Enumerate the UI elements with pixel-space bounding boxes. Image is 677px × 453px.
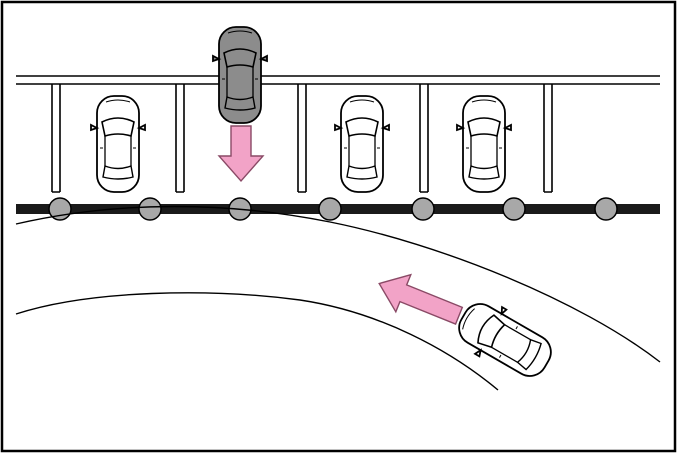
car-gray-icon <box>212 26 268 124</box>
arrow-down-icon <box>217 125 265 183</box>
sensor-dot-icon <box>318 197 342 221</box>
car-white-icon <box>90 95 146 193</box>
sensor-dot-icon <box>502 197 526 221</box>
sensor-dot-icon <box>411 197 435 221</box>
road-edge-upper <box>15 205 661 363</box>
sensor-dot-icon <box>138 197 162 221</box>
car-white-icon <box>456 95 512 193</box>
car-white-icon <box>334 95 390 193</box>
sensor-dot-icon <box>594 197 618 221</box>
parking-lot-lines <box>16 75 660 193</box>
road-edge-lower <box>15 292 499 391</box>
arrow-left-icon <box>378 273 464 325</box>
